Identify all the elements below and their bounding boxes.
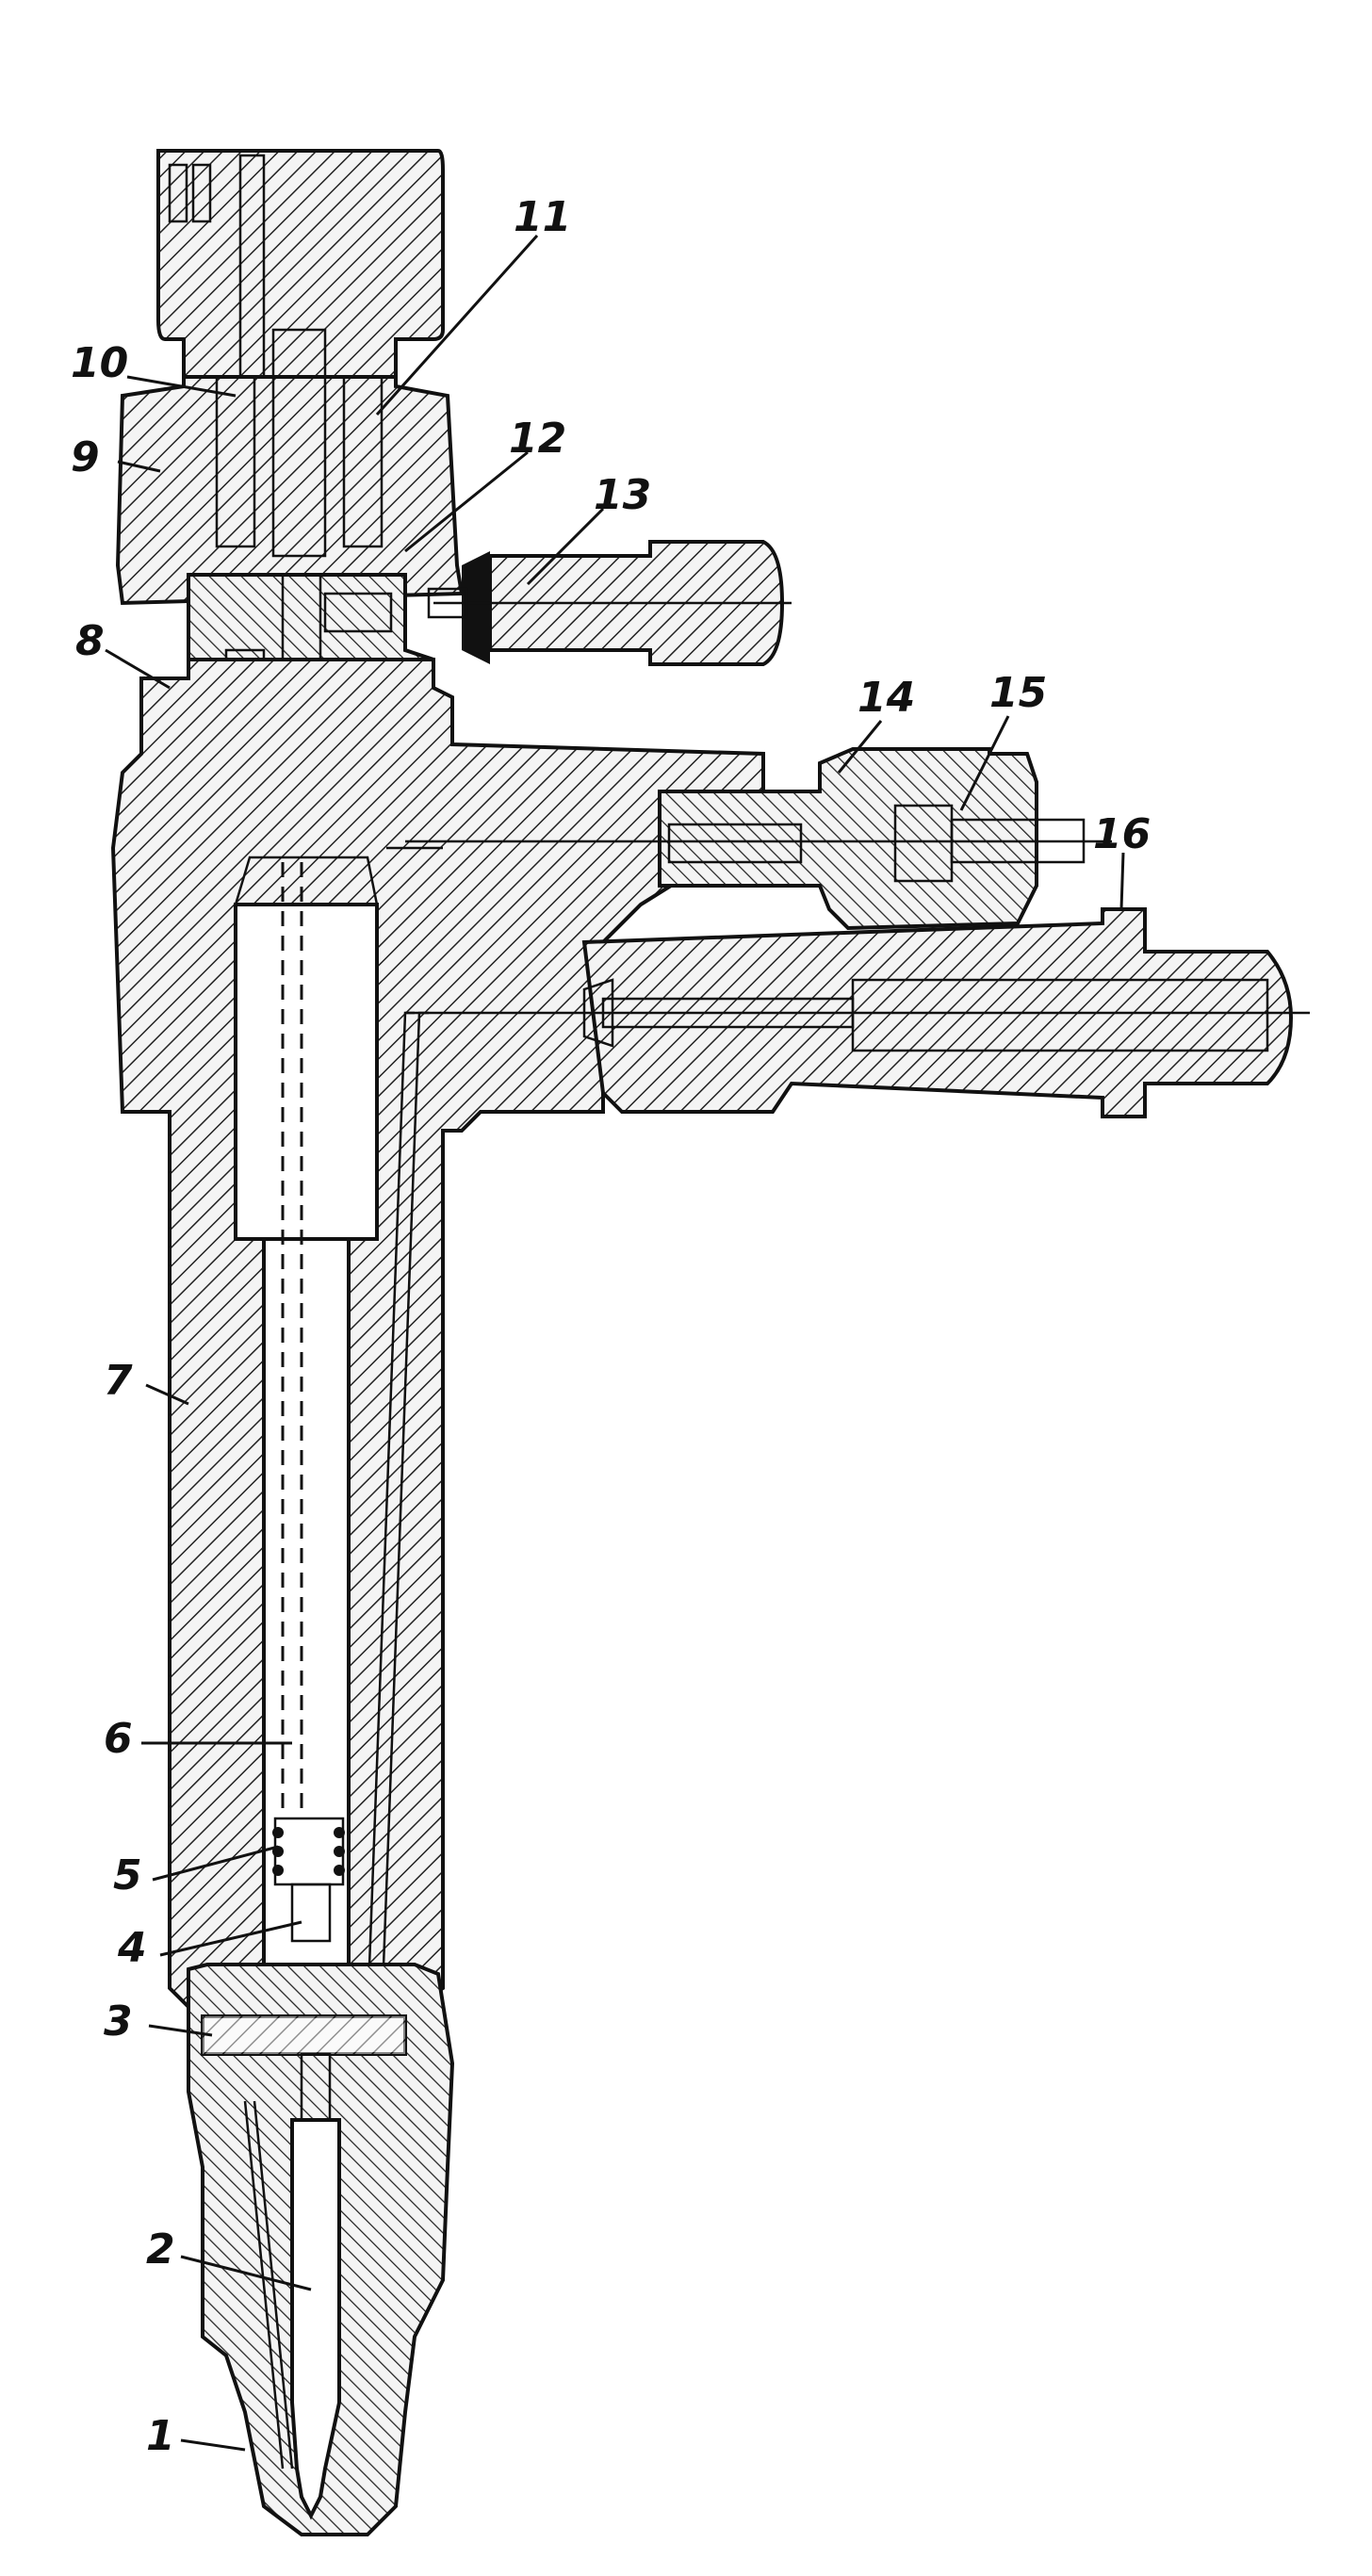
label-10: 10 [71, 339, 128, 387]
part-labels: 1 2 3 4 5 6 7 8 9 10 11 12 13 14 15 16 [71, 193, 1151, 2460]
return-fitting [405, 747, 1112, 931]
leak-off-fitting [427, 540, 792, 666]
label-15: 15 [989, 669, 1047, 717]
label-9: 9 [71, 433, 100, 481]
intermediate-plate [201, 2014, 407, 2056]
nozzle-needle [243, 2052, 341, 2520]
label-12: 12 [509, 415, 566, 463]
leader-lines [105, 234, 1125, 2452]
label-7: 7 [104, 1357, 133, 1405]
label-5: 5 [113, 1851, 142, 1899]
high-pressure-connector [405, 907, 1310, 1118]
label-3: 3 [104, 1997, 133, 2046]
label-16: 16 [1093, 810, 1151, 858]
label-8: 8 [75, 617, 105, 665]
label-2: 2 [146, 2225, 175, 2274]
solenoid-coil [215, 328, 384, 558]
spring-and-spacer [272, 1817, 345, 1943]
upper-nut [115, 375, 465, 606]
label-11: 11 [514, 193, 571, 241]
label-1: 1 [146, 2412, 175, 2460]
label-13: 13 [594, 471, 651, 519]
label-14: 14 [858, 674, 915, 722]
label-4: 4 [117, 1924, 147, 1972]
solenoid-cap [156, 149, 445, 379]
inner-bore [234, 846, 443, 2017]
label-6: 6 [104, 1715, 133, 1763]
